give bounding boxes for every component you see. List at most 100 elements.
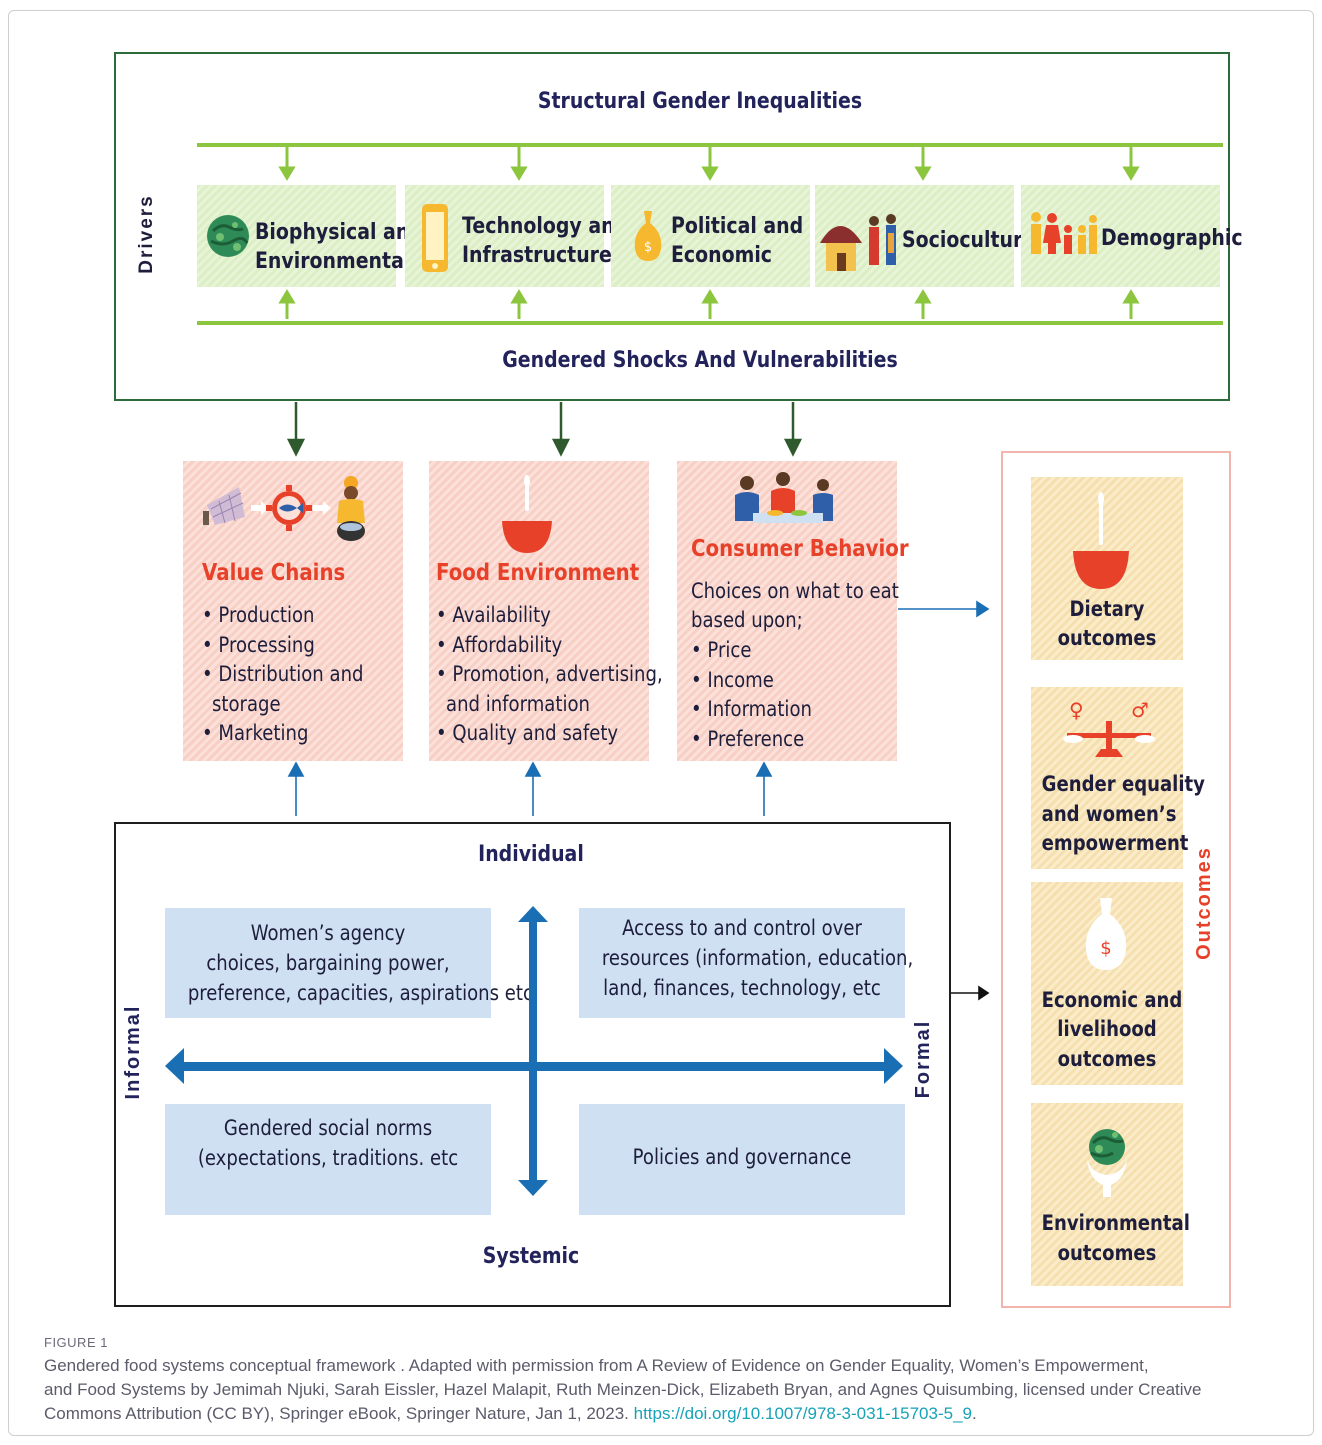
up-arrow xyxy=(510,289,528,319)
gendered-shocks-label: Gendered Shocks And Vulnerabilities xyxy=(502,348,898,373)
outcome-card-dietary: Dietary outcomes xyxy=(1031,477,1183,660)
down-arrow xyxy=(551,402,571,457)
value-chains-item: • Distribution and xyxy=(202,662,364,686)
bowl-icon xyxy=(502,475,552,553)
quadrant-womens-agency: Women’s agency choices, bargaining power… xyxy=(165,908,533,1018)
connector-arrows xyxy=(287,600,990,1001)
svg-text:♂: ♂ xyxy=(1131,698,1149,722)
outcome-card-gender-equality: ♀ ♂ Gender equality and women’s empowerm… xyxy=(1031,687,1205,869)
quadrant-social-norms: Gendered social norms (expectations, tra… xyxy=(165,1104,491,1215)
down-arrow xyxy=(278,147,296,181)
up-arrow xyxy=(278,289,296,319)
right-arrow xyxy=(898,600,990,618)
quadrant-text: Access to and control over xyxy=(622,916,862,940)
driver-label-line2: Infrastructure xyxy=(462,243,612,268)
up-arrow xyxy=(755,761,773,816)
bottom-green-line xyxy=(197,321,1223,325)
svg-text:♀: ♀ xyxy=(1069,698,1084,722)
consumer-behavior-title: Consumer Behavior xyxy=(691,536,909,562)
caption-end: . xyxy=(972,1404,977,1423)
value-chains-card: Value Chains • Production • Processing •… xyxy=(183,461,403,761)
food-environment-item: • Affordability xyxy=(436,633,563,657)
consumer-behavior-item-text: Price xyxy=(707,638,752,662)
outcome-label: Gender equality xyxy=(1041,772,1205,796)
driver-card-biophysical: Biophysical and Environmental xyxy=(197,185,423,287)
value-chains-item-text: Marketing xyxy=(218,721,309,745)
scale-icon: ♀ ♂ xyxy=(1063,698,1155,757)
figure-label: FIGURE 1 xyxy=(44,1335,108,1350)
gear-fish-icon xyxy=(266,485,312,531)
individual-label: Individual xyxy=(478,842,584,867)
axis-cross xyxy=(165,906,903,1196)
driver-arrows xyxy=(278,147,1140,319)
driver-label-line1: Sociocultural xyxy=(902,228,1042,253)
svg-text:$: $ xyxy=(1100,938,1111,959)
doi-link[interactable]: https://doi.org/10.1007/978-3-031-15703-… xyxy=(633,1404,972,1423)
outcomes-box xyxy=(1001,451,1231,1308)
quadrant-access-resources: Access to and control over resources (in… xyxy=(579,908,913,1018)
money-bag-icon: $ xyxy=(634,211,662,261)
up-arrow xyxy=(287,761,305,816)
outcome-label: Environmental xyxy=(1041,1211,1190,1235)
outcome-label: outcomes xyxy=(1057,1047,1157,1071)
outcome-label: and women’s xyxy=(1041,802,1177,826)
outcome-label: livelihood xyxy=(1057,1017,1157,1041)
value-chains-item: • Processing xyxy=(202,633,315,657)
vertical-double-arrow xyxy=(518,906,548,1196)
driver-card-sociocultural: Sociocultural xyxy=(815,185,1042,287)
quadrant-text: land, finances, technology, etc xyxy=(603,976,881,1000)
down-arrow xyxy=(783,402,803,457)
value-chains-item-continued: storage xyxy=(212,692,281,716)
consumer-behavior-item: • Information xyxy=(691,697,812,721)
quadrant-text: choices, bargaining power, xyxy=(206,951,450,975)
food-environment-item-continued: and information xyxy=(446,692,590,716)
globe-icon xyxy=(207,215,249,257)
food-environment-item-text: Promotion, advertising, xyxy=(452,662,663,686)
outcome-label: outcomes xyxy=(1057,626,1157,650)
quadrant-text: Women’s agency xyxy=(250,921,406,945)
consumer-behavior-item-text: Information xyxy=(707,697,812,721)
driver-label-line2: Economic xyxy=(671,243,773,268)
top-green-line xyxy=(197,143,1223,147)
food-environment-item-text: Affordability xyxy=(452,633,563,657)
quadrant-text: (expectations, traditions. etc xyxy=(197,1146,459,1170)
outcome-card-economic: $ Economic and livelihood outcomes xyxy=(1031,882,1183,1085)
value-chains-item-text: Processing xyxy=(218,633,315,657)
caption-line: Commons Attribution (CC BY), Springer eB… xyxy=(44,1402,977,1426)
food-environment-card: Food Environment • Availability • Afford… xyxy=(429,461,663,761)
bowl-icon xyxy=(1073,492,1129,589)
driver-label-line1: Political and xyxy=(671,214,804,239)
outcome-label: outcomes xyxy=(1057,1241,1157,1265)
figure-frame xyxy=(8,10,1314,1436)
caption-line: Gendered food systems conceptual framewo… xyxy=(44,1356,1149,1375)
outcome-label: empowerment xyxy=(1041,831,1189,855)
family-meal-icon xyxy=(735,472,833,523)
up-arrow xyxy=(524,761,542,816)
systemic-label: Systemic xyxy=(482,1244,580,1269)
right-arrow xyxy=(951,985,990,1001)
down-arrow xyxy=(1122,147,1140,181)
consumer-behavior-item-text: Income xyxy=(707,668,774,692)
driver-label-line1: Demographic xyxy=(1101,226,1243,251)
down-arrow xyxy=(286,402,306,457)
caption-line: and Food Systems by Jemimah Njuki, Sarah… xyxy=(44,1380,1202,1399)
driver-card-demographic: Demographic xyxy=(1021,185,1243,287)
value-chains-title: Value Chains xyxy=(202,560,346,586)
value-chain-icons xyxy=(203,476,365,541)
quadrant-policies: Policies and governance xyxy=(579,1104,905,1215)
driver-label-line1: Biophysical and xyxy=(255,220,423,245)
horizontal-double-arrow xyxy=(165,1048,903,1084)
driver-label-line1: Technology and xyxy=(462,214,629,239)
food-environment-item-text: Quality and safety xyxy=(452,721,619,745)
consumer-behavior-intro: based upon; xyxy=(691,608,803,632)
consumer-behavior-item: • Preference xyxy=(691,727,805,751)
outcome-card-environmental: Environmental outcomes xyxy=(1031,1103,1190,1286)
consumer-behavior-item: • Price xyxy=(691,638,752,662)
food-environment-item-text: Availability xyxy=(452,603,551,627)
drivers-to-system-arrows xyxy=(286,402,803,457)
outcome-label: Dietary xyxy=(1069,597,1145,621)
food-environment-title: Food Environment xyxy=(436,560,640,586)
consumer-behavior-intro: Choices on what to eat xyxy=(691,579,899,603)
down-arrow xyxy=(701,147,719,181)
down-arrow xyxy=(510,147,528,181)
